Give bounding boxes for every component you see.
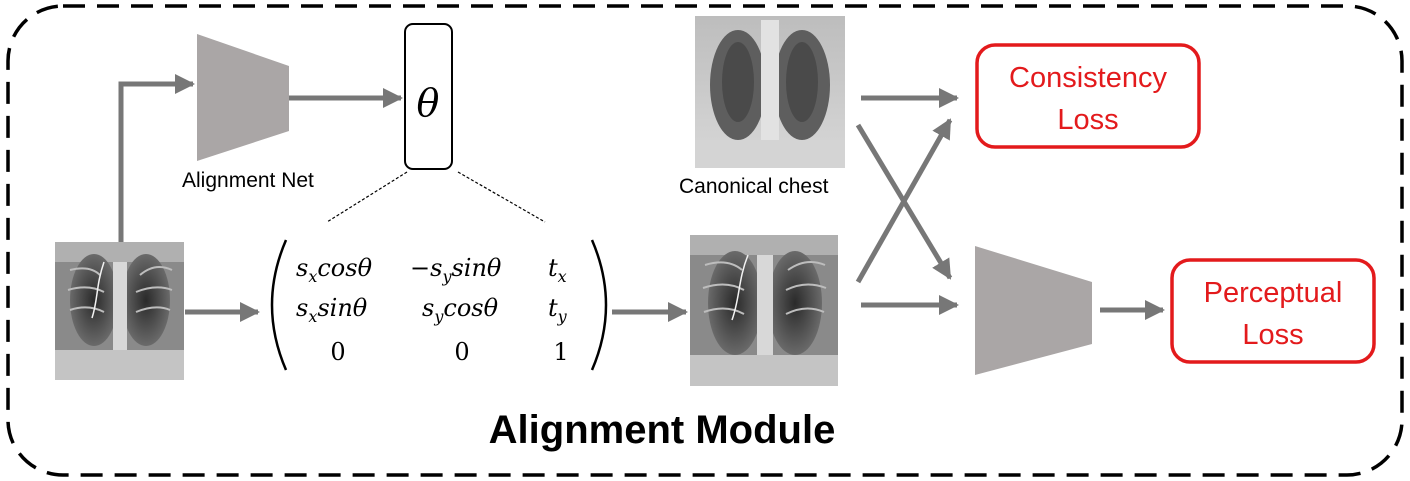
module-border (6, 4, 1404, 477)
consistency-loss-line1: Consistency (1009, 62, 1167, 94)
module-title: Alignment Module (489, 408, 836, 452)
perceptual-loss-box (1170, 258, 1376, 364)
matrix-r3-c2: 0 (454, 338, 469, 366)
input-xray-image (55, 242, 184, 380)
matrix-r3-c1: 0 (330, 338, 345, 366)
perceptual-loss-line1: Perceptual (1204, 277, 1343, 309)
matrix-r3-c3: 1 (553, 338, 568, 366)
canonical-chest-image (695, 16, 845, 168)
matrix-bracket-left (270, 239, 288, 371)
consistency-loss-box (975, 43, 1201, 149)
aligned-xray-image (690, 235, 838, 386)
alignment-net-label: Alignment Net (182, 169, 314, 192)
matrix-r1-c1: sxcosθ (296, 254, 373, 286)
arrow-input-to-net (118, 74, 195, 242)
matrix-r2-c3: ty (548, 294, 568, 326)
expansion-line-right (457, 171, 546, 223)
perceptual-net-block (975, 246, 1092, 375)
matrix-r2-c2: sycosθ (422, 294, 499, 326)
alignment-net-block (197, 34, 289, 161)
matrix-r2-c1: sxsinθ (296, 294, 368, 326)
expansion-line-left (326, 171, 408, 223)
perceptual-loss-line2: Loss (1242, 319, 1303, 351)
consistency-loss-line2: Loss (1057, 104, 1118, 136)
matrix-r1-c3: tx (548, 254, 567, 286)
arrow-aligned-to-consistency (855, 118, 953, 284)
canonical-chest-label: Canonical chest (679, 175, 829, 198)
arrows (118, 74, 1165, 322)
matrix-r1-c2: −sysinθ (410, 254, 502, 286)
theta-symbol: θ (417, 81, 440, 125)
matrix-bracket-right (590, 239, 608, 371)
theta-box (404, 23, 453, 170)
affine-matrix: sxcosθ −sysinθ tx sxsinθ sycosθ ty 0 0 1 (270, 239, 608, 371)
